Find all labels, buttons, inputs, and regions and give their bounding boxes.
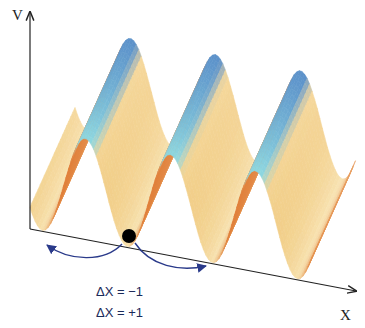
potential-surface bbox=[30, 39, 356, 279]
